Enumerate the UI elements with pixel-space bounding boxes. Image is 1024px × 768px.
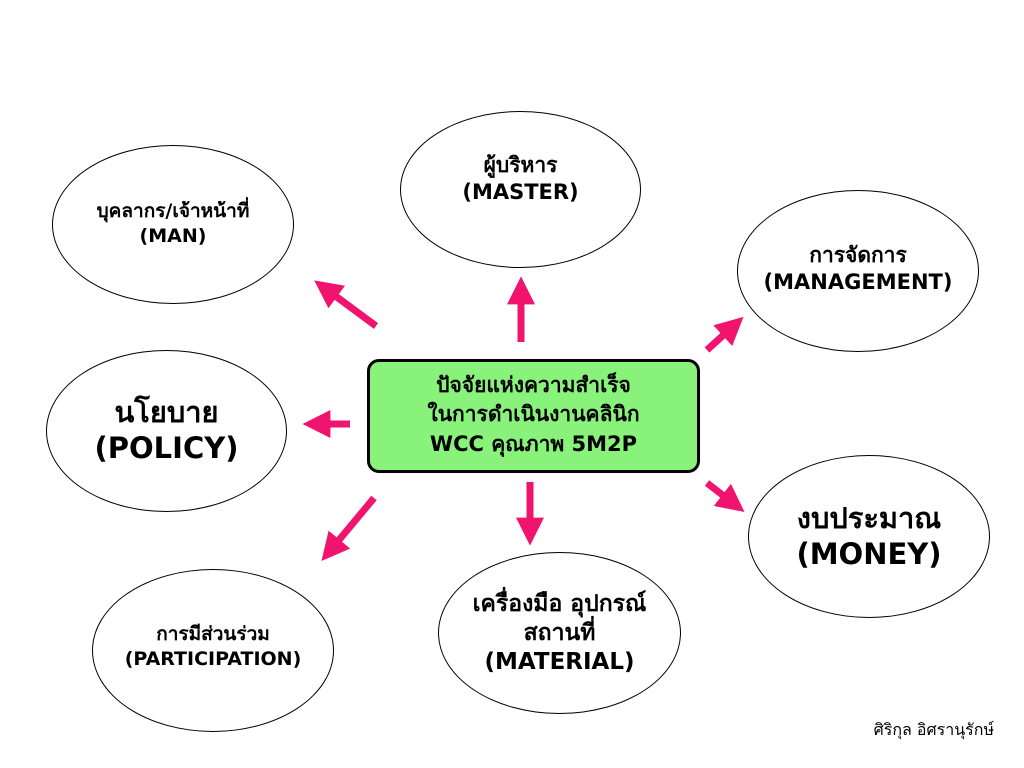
node-participation-th: การมีส่วนร่วม: [156, 623, 270, 645]
node-material-label: เครื่องมือ อุปกรณ์ สถานที่ (MATERIAL): [438, 590, 681, 676]
node-money-en: (MONEY): [796, 537, 942, 572]
node-policy-en: (POLICY): [94, 431, 239, 466]
node-material-ellipse: [438, 552, 681, 714]
center-line-2: ในการดำเนินงานคลินิก: [427, 402, 640, 427]
center-text: ปัจจัยแห่งความสำเร็จ ในการดำเนินงานคลินิ…: [367, 371, 700, 459]
node-management-label: การจัดการ (MANAGEMENT): [737, 242, 979, 297]
node-man-en: (MAN): [139, 224, 207, 247]
node-participation-en: (PARTICIPATION): [124, 647, 302, 670]
arrow-to-money: [704, 480, 745, 512]
center-line-1: ปัจจัยแห่งความสำเร็จ: [436, 373, 631, 397]
arrow-to-man: [314, 280, 379, 329]
node-master-label: ผู้บริหาร (MASTER): [400, 152, 641, 207]
node-material-th2: สถานที่: [523, 619, 596, 646]
node-master-en: (MASTER): [462, 180, 579, 205]
node-policy-th: นโยบาย: [114, 395, 219, 429]
node-money-th: งบประมาณ: [796, 501, 942, 535]
center-box: [367, 359, 700, 473]
node-money-label: งบประมาณ (MONEY): [748, 500, 990, 573]
node-material-en: (MATERIAL): [484, 648, 635, 675]
node-master-ellipse: [400, 111, 641, 268]
node-man-label: บุคลากร/เจ้าหน้าที่ (MAN): [52, 199, 294, 248]
node-management-en: (MANAGEMENT): [763, 270, 953, 295]
node-management-th: การจัดการ: [809, 243, 907, 267]
node-policy-ellipse: [46, 350, 287, 512]
node-policy-label: นโยบาย (POLICY): [46, 394, 287, 467]
node-material-th1: เครื่องมือ อุปกรณ์: [472, 591, 647, 617]
node-management-ellipse: [737, 190, 979, 352]
arrow-to-participation: [321, 495, 377, 562]
arrow-to-management: [704, 316, 744, 353]
node-participation-ellipse: [92, 569, 334, 732]
center-line-3: WCC คุณภาพ 5M2P: [429, 431, 638, 456]
node-man-th: บุคลากร/เจ้าหน้าที่: [96, 200, 250, 222]
author-credit: ศิริกุล อิศรานุรักษ์: [873, 720, 994, 739]
node-money-ellipse: [748, 455, 990, 618]
node-man-ellipse: [52, 145, 294, 304]
node-participation-label: การมีส่วนร่วม (PARTICIPATION): [92, 622, 334, 671]
node-master-th: ผู้บริหาร: [483, 153, 558, 177]
